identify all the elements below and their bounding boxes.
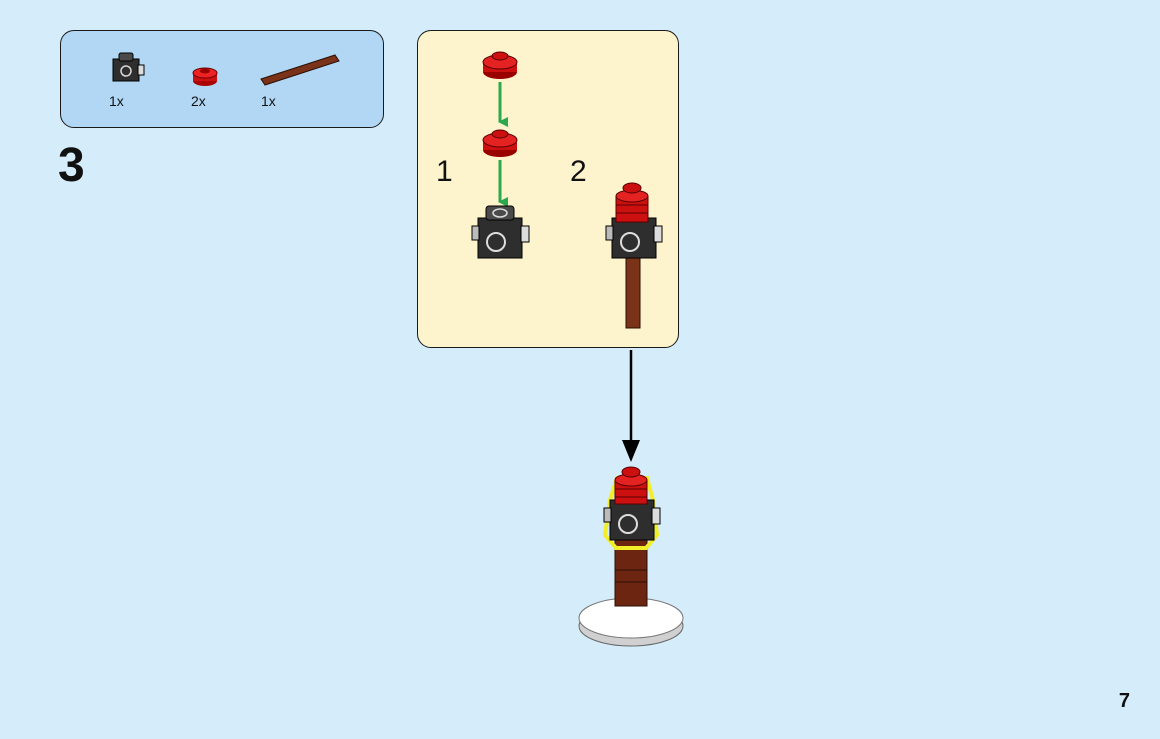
final-brown-bar bbox=[614, 539, 648, 607]
black-brick-icon bbox=[112, 52, 145, 82]
brown-bar-icon bbox=[260, 54, 340, 86]
part-red-round-plate: 2x bbox=[189, 49, 279, 119]
display-stand bbox=[578, 597, 684, 647]
page-number: 7 bbox=[1118, 690, 1130, 712]
part-brown-bar: 1x bbox=[259, 49, 349, 119]
red-plate-top bbox=[482, 51, 518, 79]
part-black-brick: 1x bbox=[107, 49, 197, 119]
red-plate-middle bbox=[482, 129, 518, 157]
part-qty-3: 1x bbox=[261, 93, 276, 109]
bar-substep-2 bbox=[625, 249, 641, 329]
substep-number-1: 1 bbox=[436, 155, 453, 188]
part-qty-2: 2x bbox=[191, 93, 206, 109]
red-plate-stack bbox=[615, 182, 649, 223]
black-brick-substep-1 bbox=[471, 205, 530, 259]
part-qty-1: 1x bbox=[109, 93, 124, 109]
red-round-plate-icon bbox=[192, 67, 218, 86]
black-brick-substep-2 bbox=[605, 217, 663, 259]
step-number: 3 bbox=[58, 139, 85, 192]
substep-number-2: 2 bbox=[570, 155, 587, 188]
result-arrow-head bbox=[622, 440, 640, 462]
final-highlighted-assembly bbox=[602, 466, 661, 550]
parts-list: 1x 2x 1x bbox=[60, 30, 384, 128]
